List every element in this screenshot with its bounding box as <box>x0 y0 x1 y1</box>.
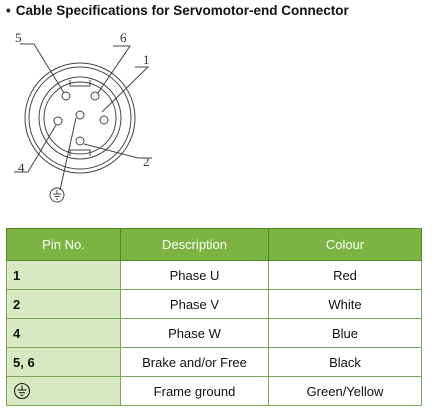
ground-icon <box>49 187 65 203</box>
heading-title: Cable Specifications for Servomotor-end … <box>15 3 349 18</box>
heading-bullet: • <box>6 3 11 18</box>
leader-6 <box>97 45 131 94</box>
header-description: Description <box>120 228 269 261</box>
cell-pin: 4 <box>6 318 121 348</box>
connector-diagram: 5 6 1 2 4 <box>14 30 152 203</box>
pin-1 <box>99 115 109 125</box>
leader-5 <box>20 43 65 94</box>
ground-icon <box>13 382 31 400</box>
callout-5: 5 <box>15 30 22 45</box>
cell-colour: Black <box>268 347 422 377</box>
table-row: 1 Phase U Red <box>6 260 422 290</box>
connector-key-top <box>69 80 91 87</box>
table-row: Frame ground Green/Yellow <box>6 376 422 406</box>
header-colour: Colour <box>268 228 422 261</box>
leader-2 <box>83 143 152 159</box>
pin-5 <box>61 91 71 101</box>
cell-description: Phase V <box>120 289 269 319</box>
cell-description: Phase U <box>120 260 269 290</box>
connector-outer-ring <box>24 62 136 174</box>
callout-2: 2 <box>143 154 150 169</box>
table-row: 2 Phase V White <box>6 289 422 319</box>
cell-pin-ground <box>6 376 121 406</box>
table-row: 4 Phase W Blue <box>6 318 422 348</box>
connector-inner-ring <box>38 76 122 160</box>
cell-colour: White <box>268 289 422 319</box>
leader-ground <box>59 117 77 191</box>
pin-6 <box>90 91 100 101</box>
pin-4 <box>53 116 63 126</box>
pin-center <box>75 110 85 120</box>
connector-outer-ring-inner <box>28 66 132 170</box>
cable-spec-table: Pin No. Description Colour 1 Phase U Red… <box>6 228 422 406</box>
header-pin-no: Pin No. <box>6 228 121 261</box>
cell-colour: Blue <box>268 318 422 348</box>
callout-6: 6 <box>120 30 127 45</box>
callout-1: 1 <box>143 52 150 67</box>
leader-1 <box>101 66 150 113</box>
cell-description: Brake and/or Free <box>120 347 269 377</box>
cell-colour: Green/Yellow <box>268 376 422 406</box>
cell-pin: 1 <box>6 260 121 290</box>
cell-description: Frame ground <box>120 376 269 406</box>
table-header-row: Pin No. Description Colour <box>6 228 422 261</box>
section-heading: • Cable Specifications for Servomotor-end… <box>6 3 349 18</box>
cell-pin: 5, 6 <box>6 347 121 377</box>
callout-4: 4 <box>18 160 25 175</box>
cell-colour: Red <box>268 260 422 290</box>
connector-key-bottom <box>69 149 91 156</box>
connector-face <box>43 81 117 155</box>
leader-4 <box>14 124 57 173</box>
pin-2 <box>75 136 85 146</box>
cell-pin: 2 <box>6 289 121 319</box>
table-row: 5, 6 Brake and/or Free Black <box>6 347 422 377</box>
cell-description: Phase W <box>120 318 269 348</box>
